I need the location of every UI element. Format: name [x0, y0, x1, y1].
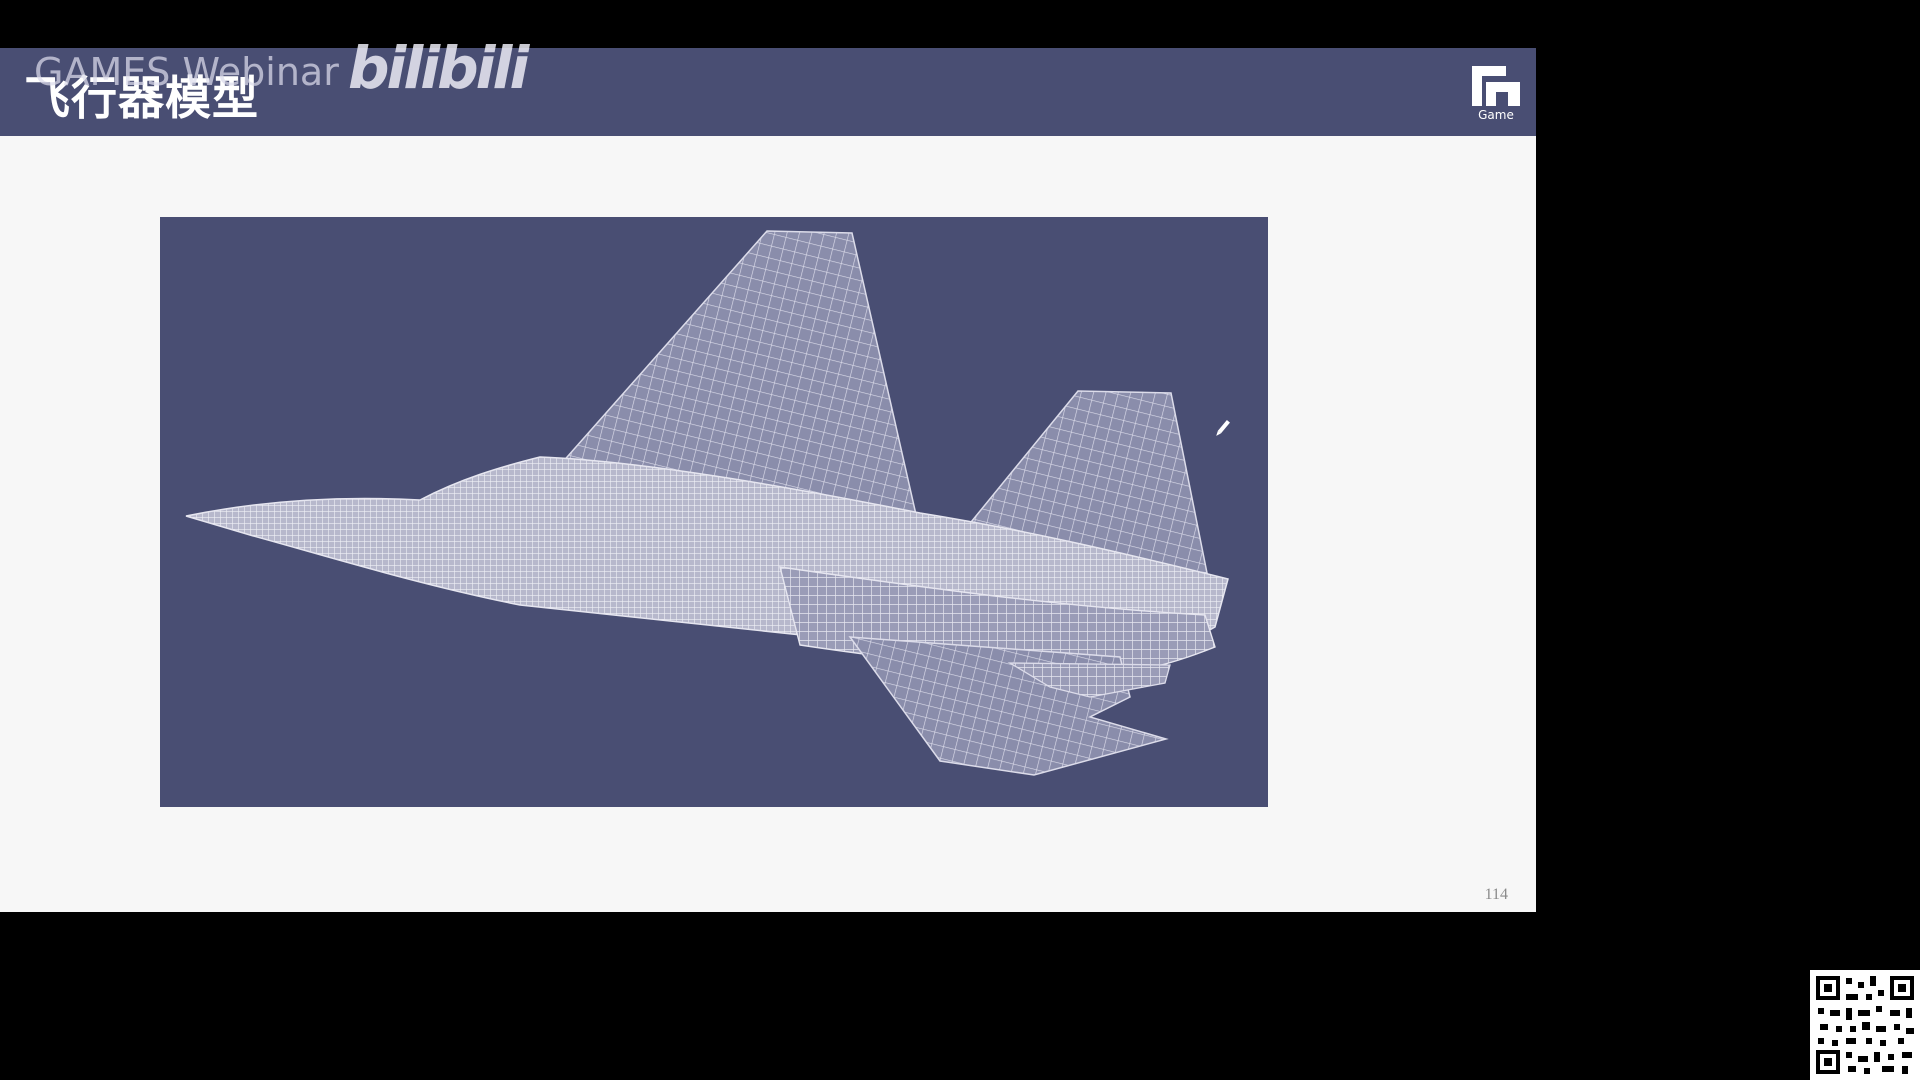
watermark-text: GAMES Webinar: [34, 50, 339, 94]
aircraft-mesh-svg: [185, 230, 1230, 776]
lower-main-wing: [848, 636, 1169, 776]
lower-tail: [1007, 662, 1171, 698]
games-logo-icon: Game: [1472, 66, 1520, 122]
logo-text: Game: [1478, 108, 1514, 122]
pen-cursor-icon: [1216, 420, 1230, 436]
aircraft-mesh-figure: [160, 217, 1268, 807]
slide-header: 飞行器模型 GAMES Webinar bilibili Game: [0, 34, 1536, 136]
bilibili-logo: bilibili: [348, 34, 529, 102]
qr-code-icon: [1810, 970, 1920, 1080]
page-number: 114: [1484, 886, 1508, 903]
slide-title: 飞行器模型: [24, 71, 259, 125]
presentation-slide: 飞行器模型 GAMES Webinar bilibili Game: [0, 34, 1536, 912]
